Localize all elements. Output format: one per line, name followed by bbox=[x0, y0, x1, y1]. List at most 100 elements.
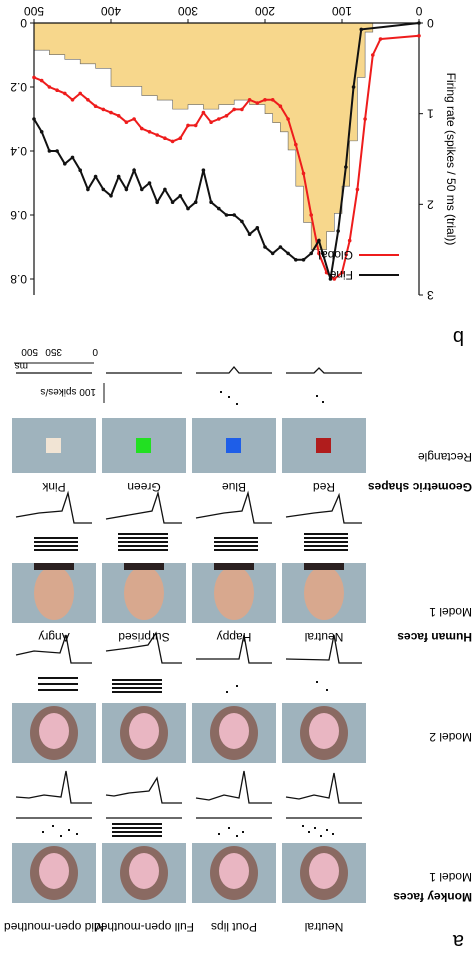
fine-series-point bbox=[263, 245, 267, 249]
global-series-point bbox=[247, 98, 252, 102]
human-model1-row bbox=[12, 563, 366, 623]
fine-series-point bbox=[328, 277, 333, 281]
col-label: Pink bbox=[41, 480, 65, 494]
human-column-labels: Neutral Happy Surprised Angry bbox=[38, 630, 343, 644]
col-label: Happy bbox=[217, 630, 252, 644]
fine-series-point bbox=[224, 213, 229, 217]
global-series-point bbox=[224, 114, 229, 118]
firing-rate-area bbox=[33, 22, 419, 250]
monkey-column-labels: Neutral Pout lips Full open-mouthed Mid … bbox=[4, 920, 343, 934]
geometric-row bbox=[12, 418, 366, 473]
pink-square bbox=[46, 438, 61, 453]
global-series-point bbox=[39, 78, 44, 83]
global-series-point bbox=[286, 117, 290, 121]
col-label: Green bbox=[127, 480, 160, 494]
global-series-point bbox=[363, 117, 367, 121]
monkey-model1-psths bbox=[15, 770, 362, 804]
row-header-monkey-model1: Model 1 bbox=[429, 870, 472, 884]
fine-series-point bbox=[132, 168, 136, 172]
col-label: Mid open-mouthed bbox=[4, 920, 104, 934]
global-series-point bbox=[255, 101, 260, 105]
global-series-point bbox=[147, 130, 152, 134]
fine-series-point bbox=[351, 85, 356, 89]
y-left-tick-label: 0.4 bbox=[10, 144, 27, 158]
global-series-point bbox=[62, 91, 67, 96]
fine-series-point bbox=[155, 200, 159, 204]
global-series-point bbox=[163, 136, 167, 140]
row-header-monkey-model2: Model 2 bbox=[429, 730, 472, 744]
fine-series-point bbox=[286, 251, 290, 256]
global-series-point bbox=[170, 139, 175, 144]
global-series-point bbox=[32, 75, 36, 80]
geometric-rasters bbox=[220, 391, 324, 405]
global-series-point bbox=[78, 91, 82, 96]
fine-series-point bbox=[178, 194, 183, 198]
panel-a: a Monkey faces Model 1 Model 2 Human fac… bbox=[4, 346, 472, 952]
fine-series-point bbox=[124, 187, 129, 192]
y-right-tick-label: 3 bbox=[427, 288, 434, 302]
fine-series-point bbox=[344, 165, 348, 169]
fine-series-point bbox=[320, 251, 325, 256]
global-series-point bbox=[417, 34, 421, 38]
fine-series-point bbox=[93, 174, 98, 179]
fine-series-point bbox=[39, 130, 44, 134]
global-series-point bbox=[193, 123, 198, 128]
fine-series-point bbox=[163, 187, 167, 192]
global-series-point bbox=[55, 88, 59, 92]
human-model1-rasters bbox=[34, 533, 348, 551]
global-series-point bbox=[70, 98, 75, 102]
panel-a-label: a bbox=[452, 930, 464, 952]
global-series-point bbox=[240, 107, 244, 112]
global-series-point bbox=[217, 117, 221, 121]
global-series-point bbox=[86, 98, 90, 102]
fine-series-point bbox=[32, 117, 36, 121]
col-label: Red bbox=[313, 480, 335, 494]
global-series-point bbox=[340, 270, 344, 275]
col-label: Pout lips bbox=[211, 920, 257, 934]
fine-series-point bbox=[336, 229, 340, 233]
fine-series-point bbox=[109, 194, 113, 198]
y-right-tick-label: 1 bbox=[427, 107, 434, 121]
scale-tick-350: 350 bbox=[45, 346, 62, 357]
global-series-point bbox=[278, 104, 283, 108]
monkey-model2-psths bbox=[15, 631, 362, 664]
fine-series-point bbox=[70, 155, 75, 160]
scale-ms-label: ms bbox=[15, 360, 28, 371]
y-left-tick-label: 0.2 bbox=[10, 80, 27, 94]
monkey-model2-row bbox=[12, 703, 366, 763]
global-series-point bbox=[301, 171, 306, 176]
fine-series-point bbox=[240, 219, 244, 224]
fine-series-point bbox=[301, 258, 306, 262]
fine-series-point bbox=[278, 245, 283, 249]
global-series-point bbox=[109, 110, 113, 115]
red-square bbox=[316, 438, 331, 453]
fine-series-point bbox=[232, 213, 236, 217]
fine-series-point bbox=[78, 168, 82, 172]
fine-series-point bbox=[139, 187, 144, 192]
global-series-point bbox=[347, 238, 352, 243]
global-series-point bbox=[209, 120, 213, 124]
scale-tick-0: 0 bbox=[92, 346, 98, 357]
global-series-point bbox=[186, 123, 190, 128]
col-label: Neutral bbox=[305, 920, 344, 934]
global-series-point bbox=[355, 187, 360, 192]
legend-global-label: Global bbox=[318, 248, 353, 262]
fine-series-point bbox=[270, 251, 275, 256]
y-right-title: Firing rate (spikes / 50 ms (trial)) bbox=[444, 73, 458, 246]
global-series-point bbox=[332, 277, 337, 281]
row-header-human: Human faces bbox=[397, 630, 472, 644]
global-series-point bbox=[378, 37, 383, 41]
fine-series-point bbox=[116, 174, 121, 179]
y-right-tick-label: 0 bbox=[427, 16, 434, 30]
fine-series-point bbox=[209, 200, 213, 204]
x-tick-label: 100 bbox=[332, 4, 352, 18]
global-series-point bbox=[371, 53, 375, 57]
global-series-point bbox=[317, 251, 321, 256]
legend-fine-label: Fine bbox=[329, 268, 353, 282]
col-label: Angry bbox=[38, 630, 69, 644]
col-label: Blue bbox=[222, 480, 246, 494]
global-series-point bbox=[201, 110, 206, 115]
human-model1-psths bbox=[15, 490, 362, 524]
fine-series-point bbox=[309, 251, 313, 256]
